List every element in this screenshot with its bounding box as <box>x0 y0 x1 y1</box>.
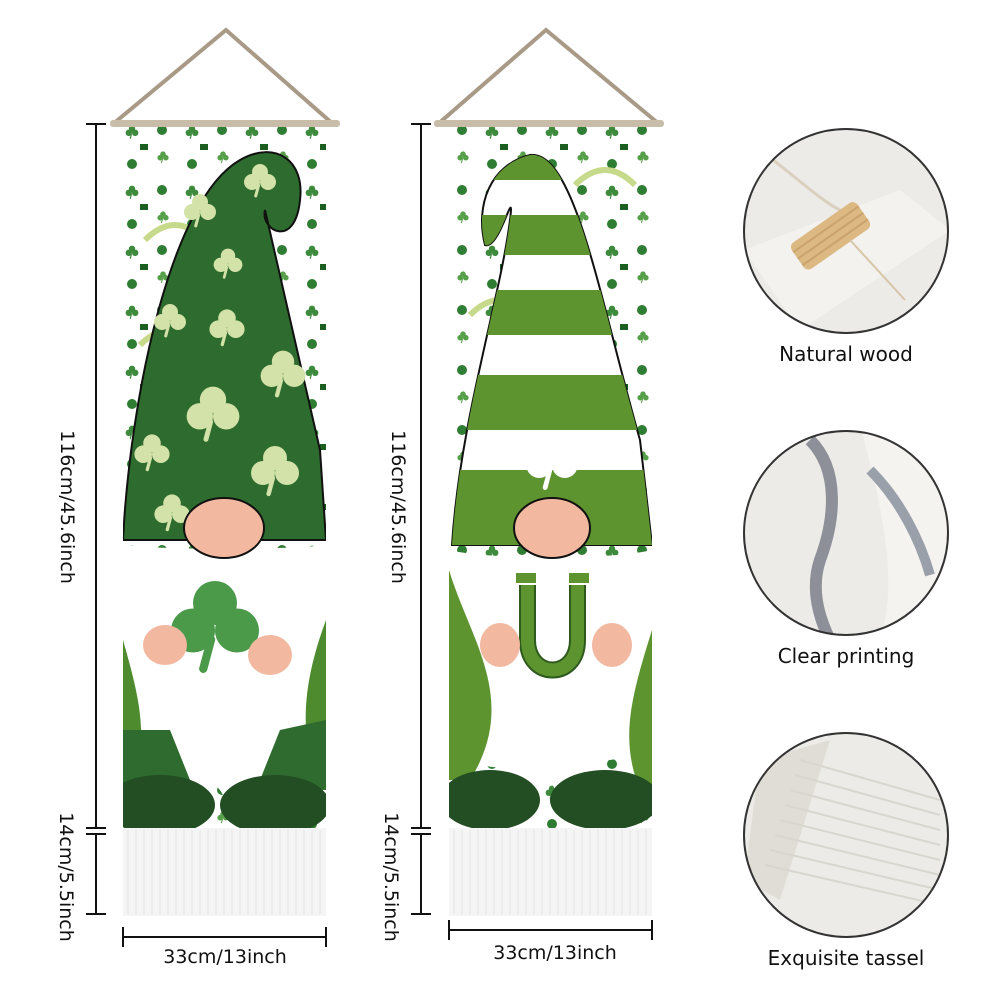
held-horseshoe <box>519 579 586 679</box>
wood-rod-icon <box>744 129 948 333</box>
tassel-label-right: 14cm/5.5inch <box>380 812 402 942</box>
caption-exquisite-tassel: Exquisite tassel <box>767 946 925 970</box>
gnome-hat <box>450 153 652 546</box>
height-label-right: 116cm/45.6inch <box>387 430 409 584</box>
gnome-boot-right <box>550 770 652 828</box>
banner-left <box>86 27 340 947</box>
banner-right <box>411 27 664 940</box>
tassel-label-left: 14cm/5.5inch <box>55 812 77 942</box>
feature-exquisite-tassel <box>743 732 949 938</box>
dimension-lines-left <box>86 123 327 947</box>
dimension-lines-right <box>411 123 653 940</box>
hanging-rope <box>111 27 335 126</box>
width-label-left: 33cm/13inch <box>163 946 287 968</box>
gnome-beard <box>123 545 326 800</box>
wooden-rod <box>434 120 664 127</box>
gnome-boot-left <box>449 770 540 828</box>
width-label-right: 33cm/13inch <box>493 942 617 964</box>
caption-clear-printing: Clear printing <box>777 644 915 668</box>
height-label-left: 116cm/45.6inch <box>56 430 78 584</box>
feature-clear-printing <box>743 430 949 636</box>
tassel <box>449 828 652 916</box>
gnome-nose <box>183 497 265 559</box>
gnome-nose <box>513 497 591 559</box>
wooden-rod <box>110 120 340 127</box>
tassel <box>123 828 326 916</box>
caption-natural-wood: Natural wood <box>779 342 913 366</box>
feature-natural-wood <box>743 128 949 334</box>
gnome-boot-right <box>220 775 326 828</box>
gnome-hat <box>123 151 326 541</box>
hanging-rope <box>436 27 661 126</box>
gnome-boot-left <box>123 775 215 828</box>
tassel-icon <box>744 733 948 937</box>
printed-fabric-icon <box>744 431 948 635</box>
